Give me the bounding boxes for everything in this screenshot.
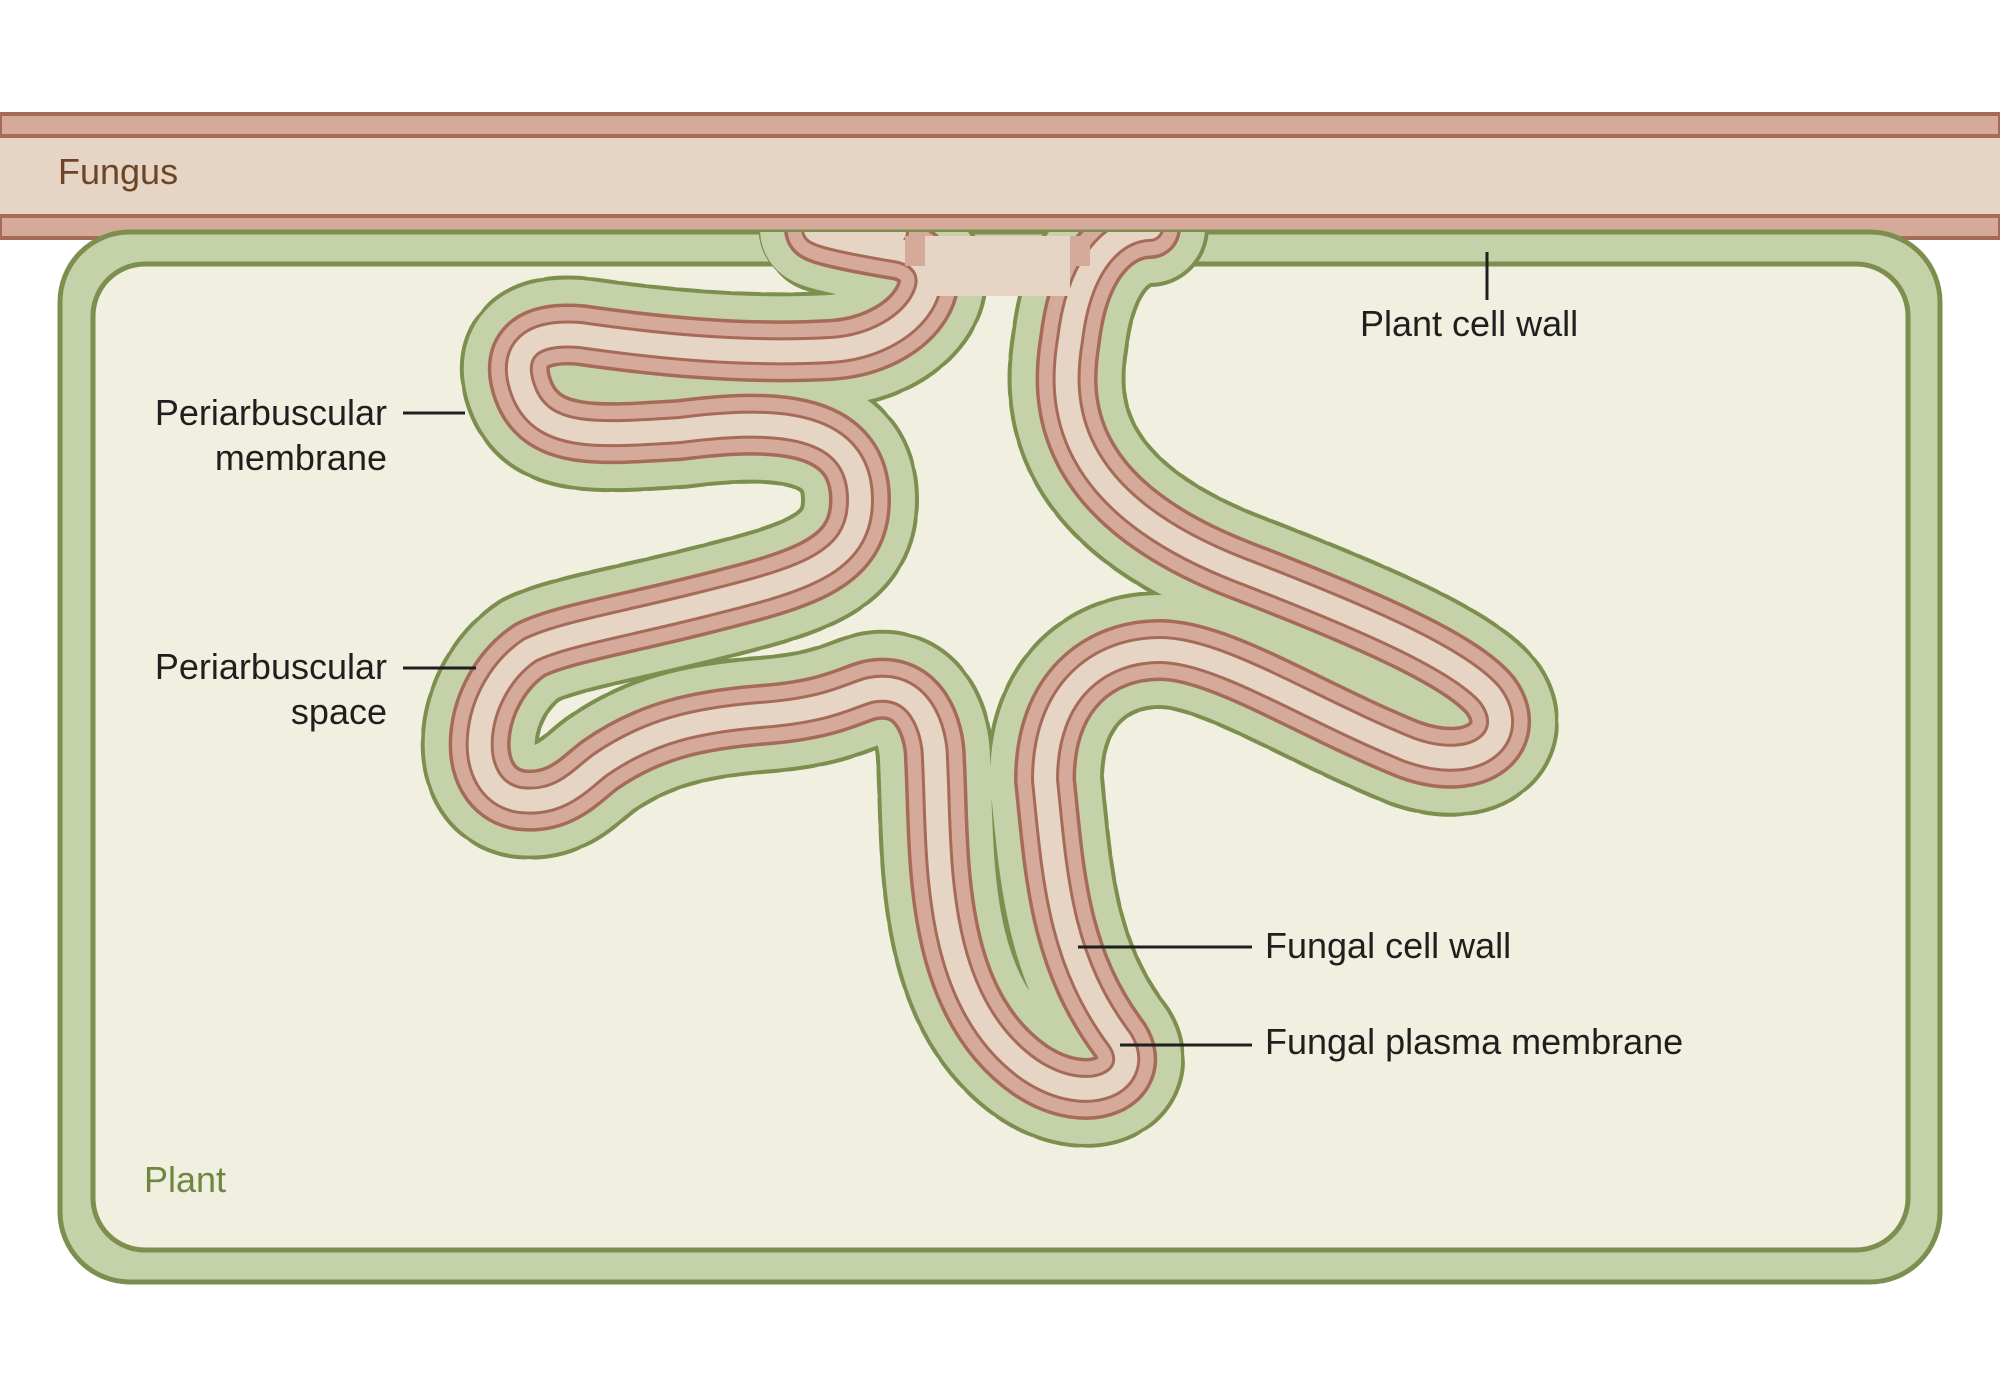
periarbuscular-membrane-label-1: Periarbuscular — [155, 392, 387, 433]
periarbuscular-space-label-1: Periarbuscular — [155, 646, 387, 687]
plant-cell-wall-label: Plant cell wall — [1360, 303, 1578, 344]
fungal-plasma-membrane-label: Fungal plasma membrane — [1265, 1021, 1683, 1062]
fungal-cell-wall-label: Fungal cell wall — [1265, 925, 1511, 966]
plant-label: Plant — [144, 1159, 226, 1200]
leader-lines — [403, 252, 1489, 1047]
fungus-label: Fungus — [58, 151, 178, 192]
fungus-hypha — [0, 112, 2000, 240]
periarbuscular-membrane-label-2: membrane — [215, 437, 387, 478]
arbuscule-trunk — [905, 236, 1090, 296]
periarbuscular-space-label-2: space — [291, 691, 387, 732]
